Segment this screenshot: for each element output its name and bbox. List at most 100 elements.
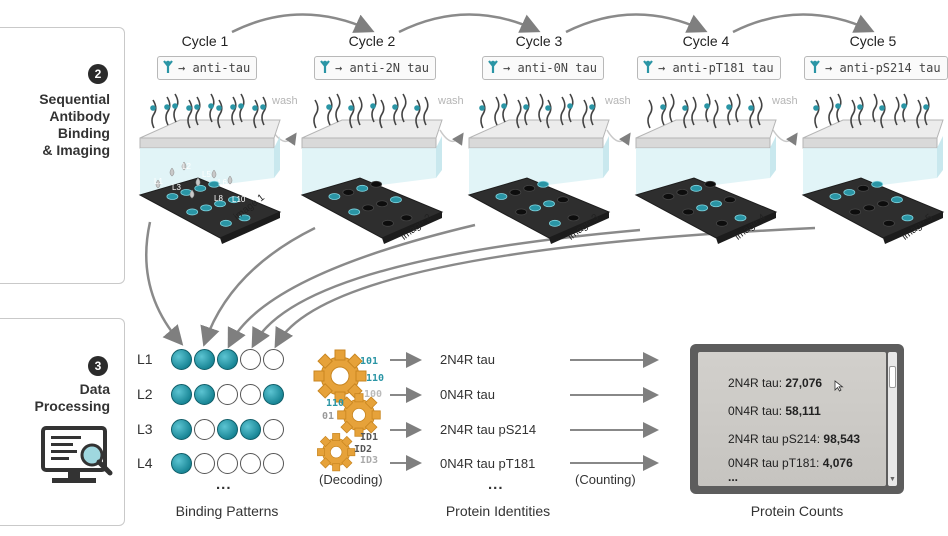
- cycle-arrow-3: [565, 13, 708, 34]
- antibody-icon: [809, 58, 821, 80]
- image-arrow-3: [227, 223, 476, 349]
- antibody-icon: [642, 58, 654, 80]
- antibody-mark: [589, 104, 595, 110]
- pattern-dot-on: [171, 384, 192, 405]
- protein-strand: [253, 99, 259, 129]
- well-lit: [194, 184, 207, 192]
- antibody-mark: [194, 104, 200, 110]
- well-dark: [509, 188, 522, 196]
- pattern-row-label-3: L3: [137, 421, 153, 437]
- antibody-mark: [704, 103, 710, 109]
- protein-identity-3: 2N4R tau pS214: [440, 422, 537, 437]
- processing-section-label: Data Processing: [0, 381, 110, 415]
- flow-cell-3: [467, 93, 611, 244]
- antibody-mark: [172, 103, 178, 109]
- arrow-glyph: →: [178, 61, 193, 75]
- caption-protein-identities: Protein Identities: [445, 503, 551, 519]
- antibody-box-2: → anti-2N tau: [314, 56, 436, 80]
- antibody-mark: [748, 105, 754, 111]
- antibody-mark: [392, 104, 398, 110]
- well-lit: [891, 196, 903, 204]
- well-dark: [515, 208, 528, 216]
- well-dark: [370, 180, 383, 188]
- protein-strand: [735, 93, 741, 123]
- antibody-mark: [370, 103, 376, 109]
- pattern-dot-on: [171, 349, 192, 370]
- flow-cells: [138, 93, 945, 244]
- location-label: L8: [214, 194, 223, 203]
- cycle-title-3: Cycle 3: [515, 33, 563, 49]
- location-label: L5: [202, 170, 211, 179]
- well-lit: [214, 200, 226, 208]
- well-dark: [883, 219, 895, 227]
- antibody-mark: [813, 105, 819, 111]
- counts-ellipsis: ...: [728, 470, 739, 484]
- well-lit: [537, 180, 550, 188]
- pattern-dot-on: [263, 384, 284, 405]
- antibody-name: anti-2N tau: [349, 61, 429, 75]
- protein-strand: [713, 99, 719, 129]
- well-dark: [557, 196, 569, 204]
- wash-label-3: wash: [605, 95, 631, 107]
- protein-strand: [691, 96, 697, 126]
- caption-binding-patterns: Binding Patterns: [175, 503, 279, 519]
- count-value: 4,076: [822, 456, 853, 470]
- pattern-dot-off: [240, 349, 261, 370]
- count-value: 27,076: [785, 376, 823, 390]
- binding-label-line4: & Imaging: [42, 142, 110, 158]
- antibody-name: anti-0N tau: [517, 61, 597, 75]
- wash-label-4: wash: [772, 95, 798, 107]
- antibody-mark: [835, 103, 841, 109]
- cycle-title-5: Cycle 5: [849, 33, 897, 49]
- gears-icon: [313, 349, 381, 472]
- protein-strand: [590, 96, 596, 126]
- wash-label-1: wash: [272, 95, 298, 107]
- protein-identity-1: 2N4R tau: [440, 352, 495, 367]
- well-dark: [523, 184, 536, 192]
- antibody-mark: [348, 105, 354, 111]
- antibody-mark: [923, 104, 929, 110]
- protein-strand: [261, 96, 267, 126]
- pattern-dot-on: [240, 419, 261, 440]
- well-lit: [390, 196, 402, 204]
- antibody-icon: [487, 58, 499, 80]
- cycle-title-1: Cycle 1: [181, 33, 229, 49]
- step-number-3: 3: [88, 356, 108, 376]
- protein-strand: [669, 93, 675, 123]
- pattern-dot-on: [217, 419, 238, 440]
- well-dark: [704, 180, 717, 188]
- image-arrow-5: [274, 226, 816, 349]
- pattern-row-label-1: L1: [137, 351, 153, 367]
- scrollbar-thumb[interactable]: [889, 366, 896, 388]
- pattern-dot-off: [240, 384, 261, 405]
- protein-strand: [151, 99, 157, 129]
- antibody-box-5: → anti-pS214 tau: [804, 56, 948, 80]
- wash-arrow-4: [772, 129, 798, 146]
- antibody-box-1: → anti-tau: [157, 56, 258, 80]
- well-lit: [529, 204, 542, 212]
- droplet: [195, 177, 201, 187]
- protein-strand: [327, 96, 333, 126]
- cycle-title-2: Cycle 2: [348, 33, 396, 49]
- antibody-mark: [660, 104, 666, 110]
- well-lit: [495, 193, 508, 200]
- protein-counts-panel: 2N4R tau: 27,076 0N4R tau: 58,111 2N4R t…: [690, 344, 904, 494]
- count-name: 0N4R tau:: [728, 404, 783, 418]
- droplet: [211, 169, 217, 179]
- step-number-2: 2: [88, 64, 108, 84]
- protein-strand: [165, 96, 171, 126]
- arrow-glyph: →: [658, 61, 673, 75]
- well-lit: [734, 214, 747, 222]
- protein-strand: [560, 96, 566, 126]
- protein-strand: [872, 93, 878, 123]
- scroll-down-icon[interactable]: ▼: [889, 476, 896, 483]
- well-dark: [857, 184, 870, 192]
- pattern-dot-on: [194, 349, 215, 370]
- antibody-name: anti-tau: [192, 61, 251, 75]
- protein-strand: [494, 96, 500, 126]
- antibody-mark: [414, 105, 420, 111]
- counts-scrollbar[interactable]: ▼: [888, 352, 897, 486]
- protein-strand: [661, 96, 667, 126]
- antibody-mark: [501, 103, 507, 109]
- protein-strand: [415, 99, 421, 129]
